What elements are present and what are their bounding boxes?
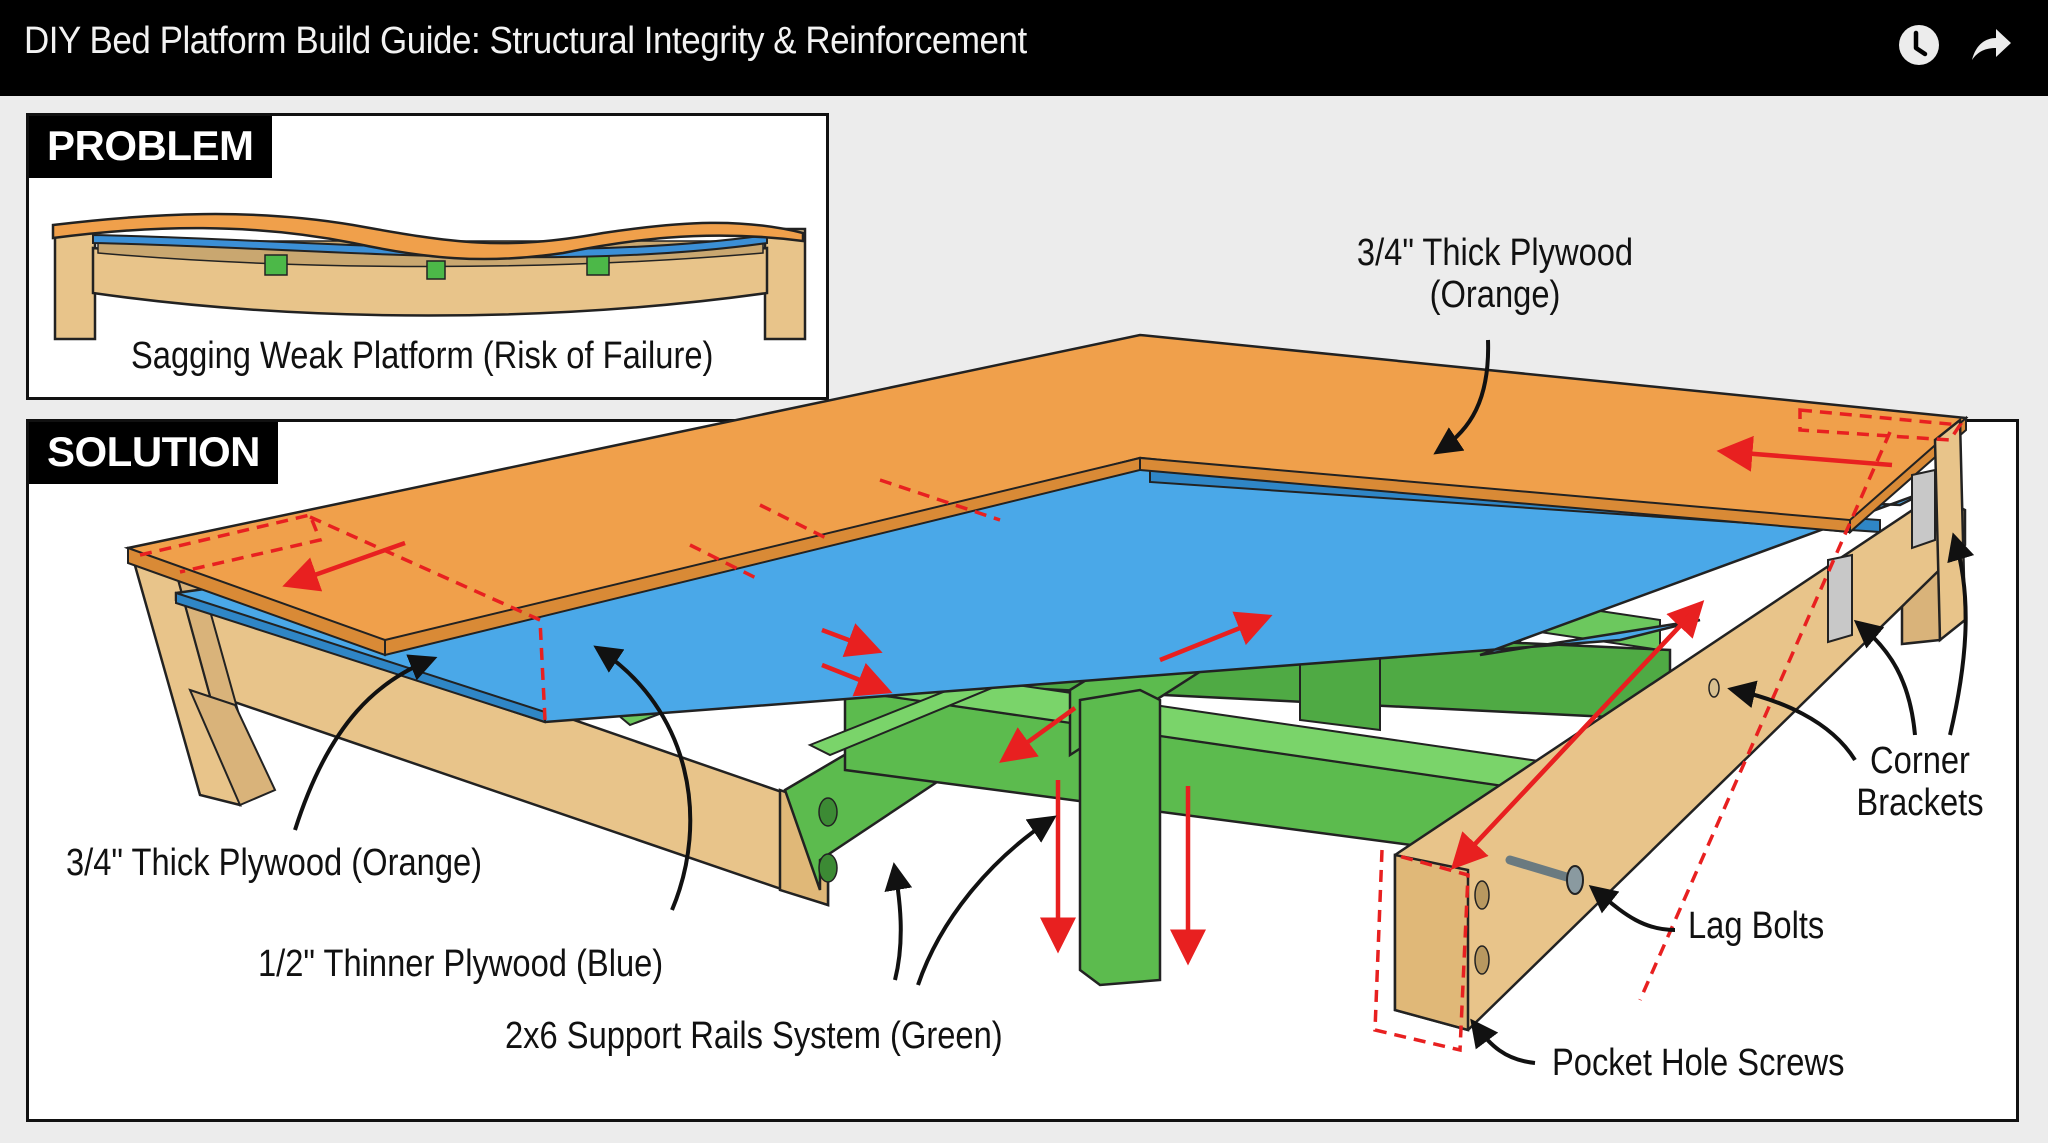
solution-badge: SOLUTION — [29, 422, 278, 484]
share-button[interactable] — [1966, 20, 2016, 70]
callout-blue-plywood: 1/2" Thinner Plywood (Blue) — [258, 943, 664, 985]
callout-top-plywood-line1: 3/4" Thick Plywood — [1356, 232, 1634, 274]
problem-panel: PROBLEM Sagging Weak Platform (Risk of F… — [26, 113, 829, 400]
support-block — [264, 254, 288, 276]
watch-later-button[interactable] — [1894, 20, 1944, 70]
sagging-platform-illustration — [51, 212, 807, 341]
callout-top-plywood: 3/4" Thick Plywood (Orange) — [1319, 232, 1672, 317]
callout-top-plywood-line2: (Orange) — [1429, 273, 1561, 316]
problem-caption: Sagging Weak Platform (Risk of Failure) — [131, 335, 714, 377]
callout-support-rails: 2x6 Support Rails System (Green) — [505, 1015, 1003, 1057]
solution-panel: SOLUTION — [26, 419, 2019, 1122]
support-block — [426, 260, 446, 280]
title-bar: DIY Bed Platform Build Guide: Structural… — [0, 0, 2048, 96]
left-leg — [53, 227, 97, 341]
blue-sheet — [92, 233, 768, 259]
callout-pocket-screws: Pocket Hole Screws — [1552, 1042, 1845, 1084]
support-block — [586, 254, 610, 276]
callout-lag-bolts: Lag Bolts — [1688, 905, 1825, 947]
callout-left-plywood: 3/4" Thick Plywood (Orange) — [66, 842, 483, 884]
video-title: DIY Bed Platform Build Guide: Structural… — [24, 20, 1027, 62]
clock-icon — [1899, 25, 1939, 65]
share-arrow-icon — [1972, 29, 2011, 60]
right-leg — [763, 227, 807, 341]
callout-corner-brackets-line2: Brackets — [1856, 781, 1984, 824]
callout-corner-brackets-line1: Corner — [1870, 740, 1970, 782]
orange-top-sheet — [51, 212, 805, 261]
callout-corner-brackets: Corner Brackets — [1825, 740, 2014, 825]
problem-badge: PROBLEM — [29, 116, 272, 178]
